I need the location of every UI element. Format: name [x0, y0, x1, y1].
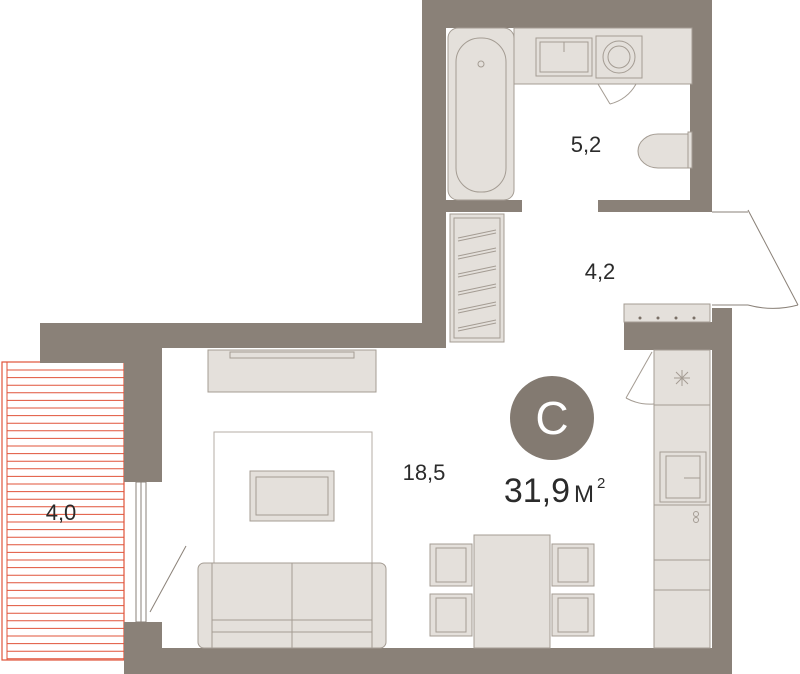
kitchen-upper-shelf — [623, 303, 711, 323]
room-area-bathroom: 5,2 — [571, 132, 602, 157]
room-area-hallway: 4,2 — [585, 259, 616, 284]
entrance-door — [712, 209, 799, 309]
sink-icon — [535, 37, 593, 77]
apartment-type-letter: С — [535, 392, 568, 444]
balcony-door-window — [135, 481, 187, 623]
bathtub-icon — [447, 27, 515, 201]
total-area-value: 31,9 — [504, 472, 570, 510]
room-area-balcony: 4,0 — [46, 500, 77, 525]
kitchen-knobs-icon — [693, 511, 699, 523]
balcony-floor-lines — [7, 369, 124, 660]
kitchen-sink-icon — [659, 451, 707, 503]
coffee-table — [249, 470, 335, 522]
wardrobe — [449, 213, 505, 343]
total-area-unit-sup: 2 — [597, 475, 605, 492]
dining-table-icon — [473, 534, 551, 649]
toilet-icon — [637, 131, 693, 169]
sofa-icon — [197, 562, 387, 649]
total-area-unit: М — [574, 481, 594, 508]
balcony — [1, 361, 125, 661]
bathroom-door — [597, 83, 637, 105]
tv-stand-icon — [207, 349, 377, 393]
dining-chairs — [429, 543, 595, 637]
kitchen-door — [625, 351, 655, 405]
apartment-type-badge: С — [510, 376, 594, 460]
stove-icon — [674, 370, 690, 386]
room-area-living: 18,5 — [403, 460, 446, 485]
washing-machine-icon — [595, 35, 643, 79]
